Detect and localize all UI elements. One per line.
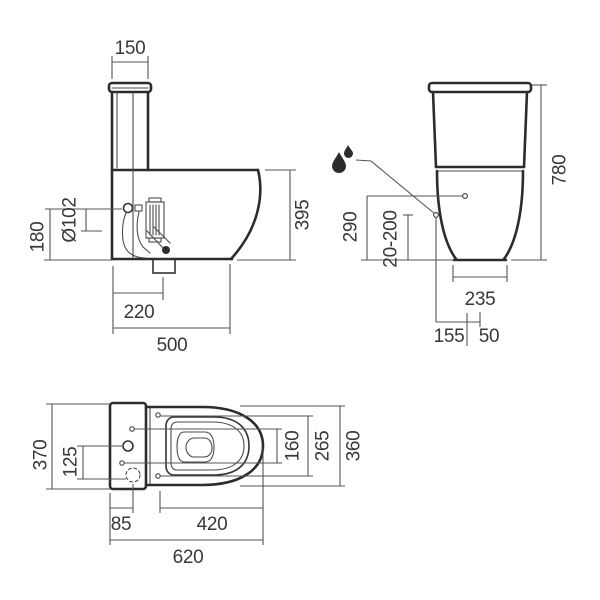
dim-base-width: 235 (452, 265, 508, 310)
dim-outlet-setout: 220 (112, 266, 164, 334)
plan-leader-dots (119, 412, 161, 479)
drain-hole-dashed (125, 467, 141, 483)
inlet-setout-label: 155 (434, 326, 465, 347)
inlet-port (122, 202, 134, 214)
dim-inlet-range: 20-200 (381, 210, 413, 268)
overall-height-label: 780 (550, 155, 571, 186)
dim-drain-setout: 85 (110, 484, 134, 535)
overall-depth-label: 500 (157, 335, 188, 356)
side-view: 150 395 Ø102 180 220 500 (28, 38, 314, 356)
trap-outline (121, 212, 147, 259)
water-droplet-icon (332, 145, 353, 173)
supply-hole (122, 440, 134, 452)
outlet-setout-label: 220 (124, 302, 155, 323)
dim-inlet-setout: 155 50 (434, 312, 500, 347)
dim-bowl-width: 360 (240, 405, 365, 487)
dim-outlet-diameter: Ø102 (45, 197, 122, 243)
dim-overall-depth: 500 (113, 264, 231, 356)
cistern-lid (107, 81, 153, 94)
toilet-rear-outline (427, 81, 533, 262)
seat-width-label: 265 (313, 431, 334, 462)
water-area-outline (176, 431, 215, 463)
inlet-height-label: 290 (341, 212, 362, 243)
dim-seat-depth: 420 (159, 491, 263, 535)
toilet-side-outline (107, 81, 262, 274)
plan-overall-depth-label: 620 (173, 547, 204, 568)
supply-spacing-label: 125 (61, 447, 82, 478)
dim-supply-spacing: 125 (61, 445, 126, 480)
dim-bowl-inner-width: 160 (124, 428, 304, 464)
trap-pivot (162, 246, 170, 254)
dim-seat-width: 265 (160, 415, 334, 477)
dim-overall-height: 780 (511, 84, 571, 261)
overall-width-label: 370 (31, 440, 52, 471)
inlet-range-label: 20-200 (381, 210, 402, 267)
waste-outlet (152, 258, 176, 274)
tank-depth-label: 150 (115, 38, 146, 59)
bowl-inner-width-label: 160 (283, 431, 304, 462)
seat-depth-label: 420 (197, 514, 228, 535)
cistern-lid-rear (427, 81, 533, 94)
dim-tank-depth: 150 (111, 38, 149, 79)
dim-overall-width: 370 (31, 403, 110, 490)
base-width-label: 235 (465, 289, 496, 310)
drain-setout-label: 85 (111, 514, 132, 535)
bowl-right-profile (502, 169, 525, 261)
bowl-width-label: 360 (344, 431, 365, 462)
inlet-offset-label: 50 (479, 326, 500, 347)
sump-outline (185, 437, 213, 458)
seat-inner-ring (170, 421, 245, 471)
bowl-height-label: 395 (293, 200, 314, 231)
dim-plan-overall-depth: 620 (109, 449, 264, 568)
pan-rear-profile (229, 168, 262, 261)
bowl-plan-outline (144, 405, 265, 487)
seat-outer-ring (165, 416, 250, 476)
flush-valve-detail (121, 197, 171, 259)
dim-bowl-height: 395 (237, 169, 314, 261)
plan-view: 370 125 160 265 360 85 (31, 401, 365, 568)
bowl-left-profile (435, 169, 458, 261)
inlet-leader (355, 159, 469, 322)
rear-view: 780 290 20-200 235 155 50 (332, 81, 571, 347)
outlet-diameter-label: Ø102 (60, 197, 81, 242)
dim-outlet-height: 180 (28, 209, 112, 261)
outlet-height-label: 180 (28, 222, 49, 253)
